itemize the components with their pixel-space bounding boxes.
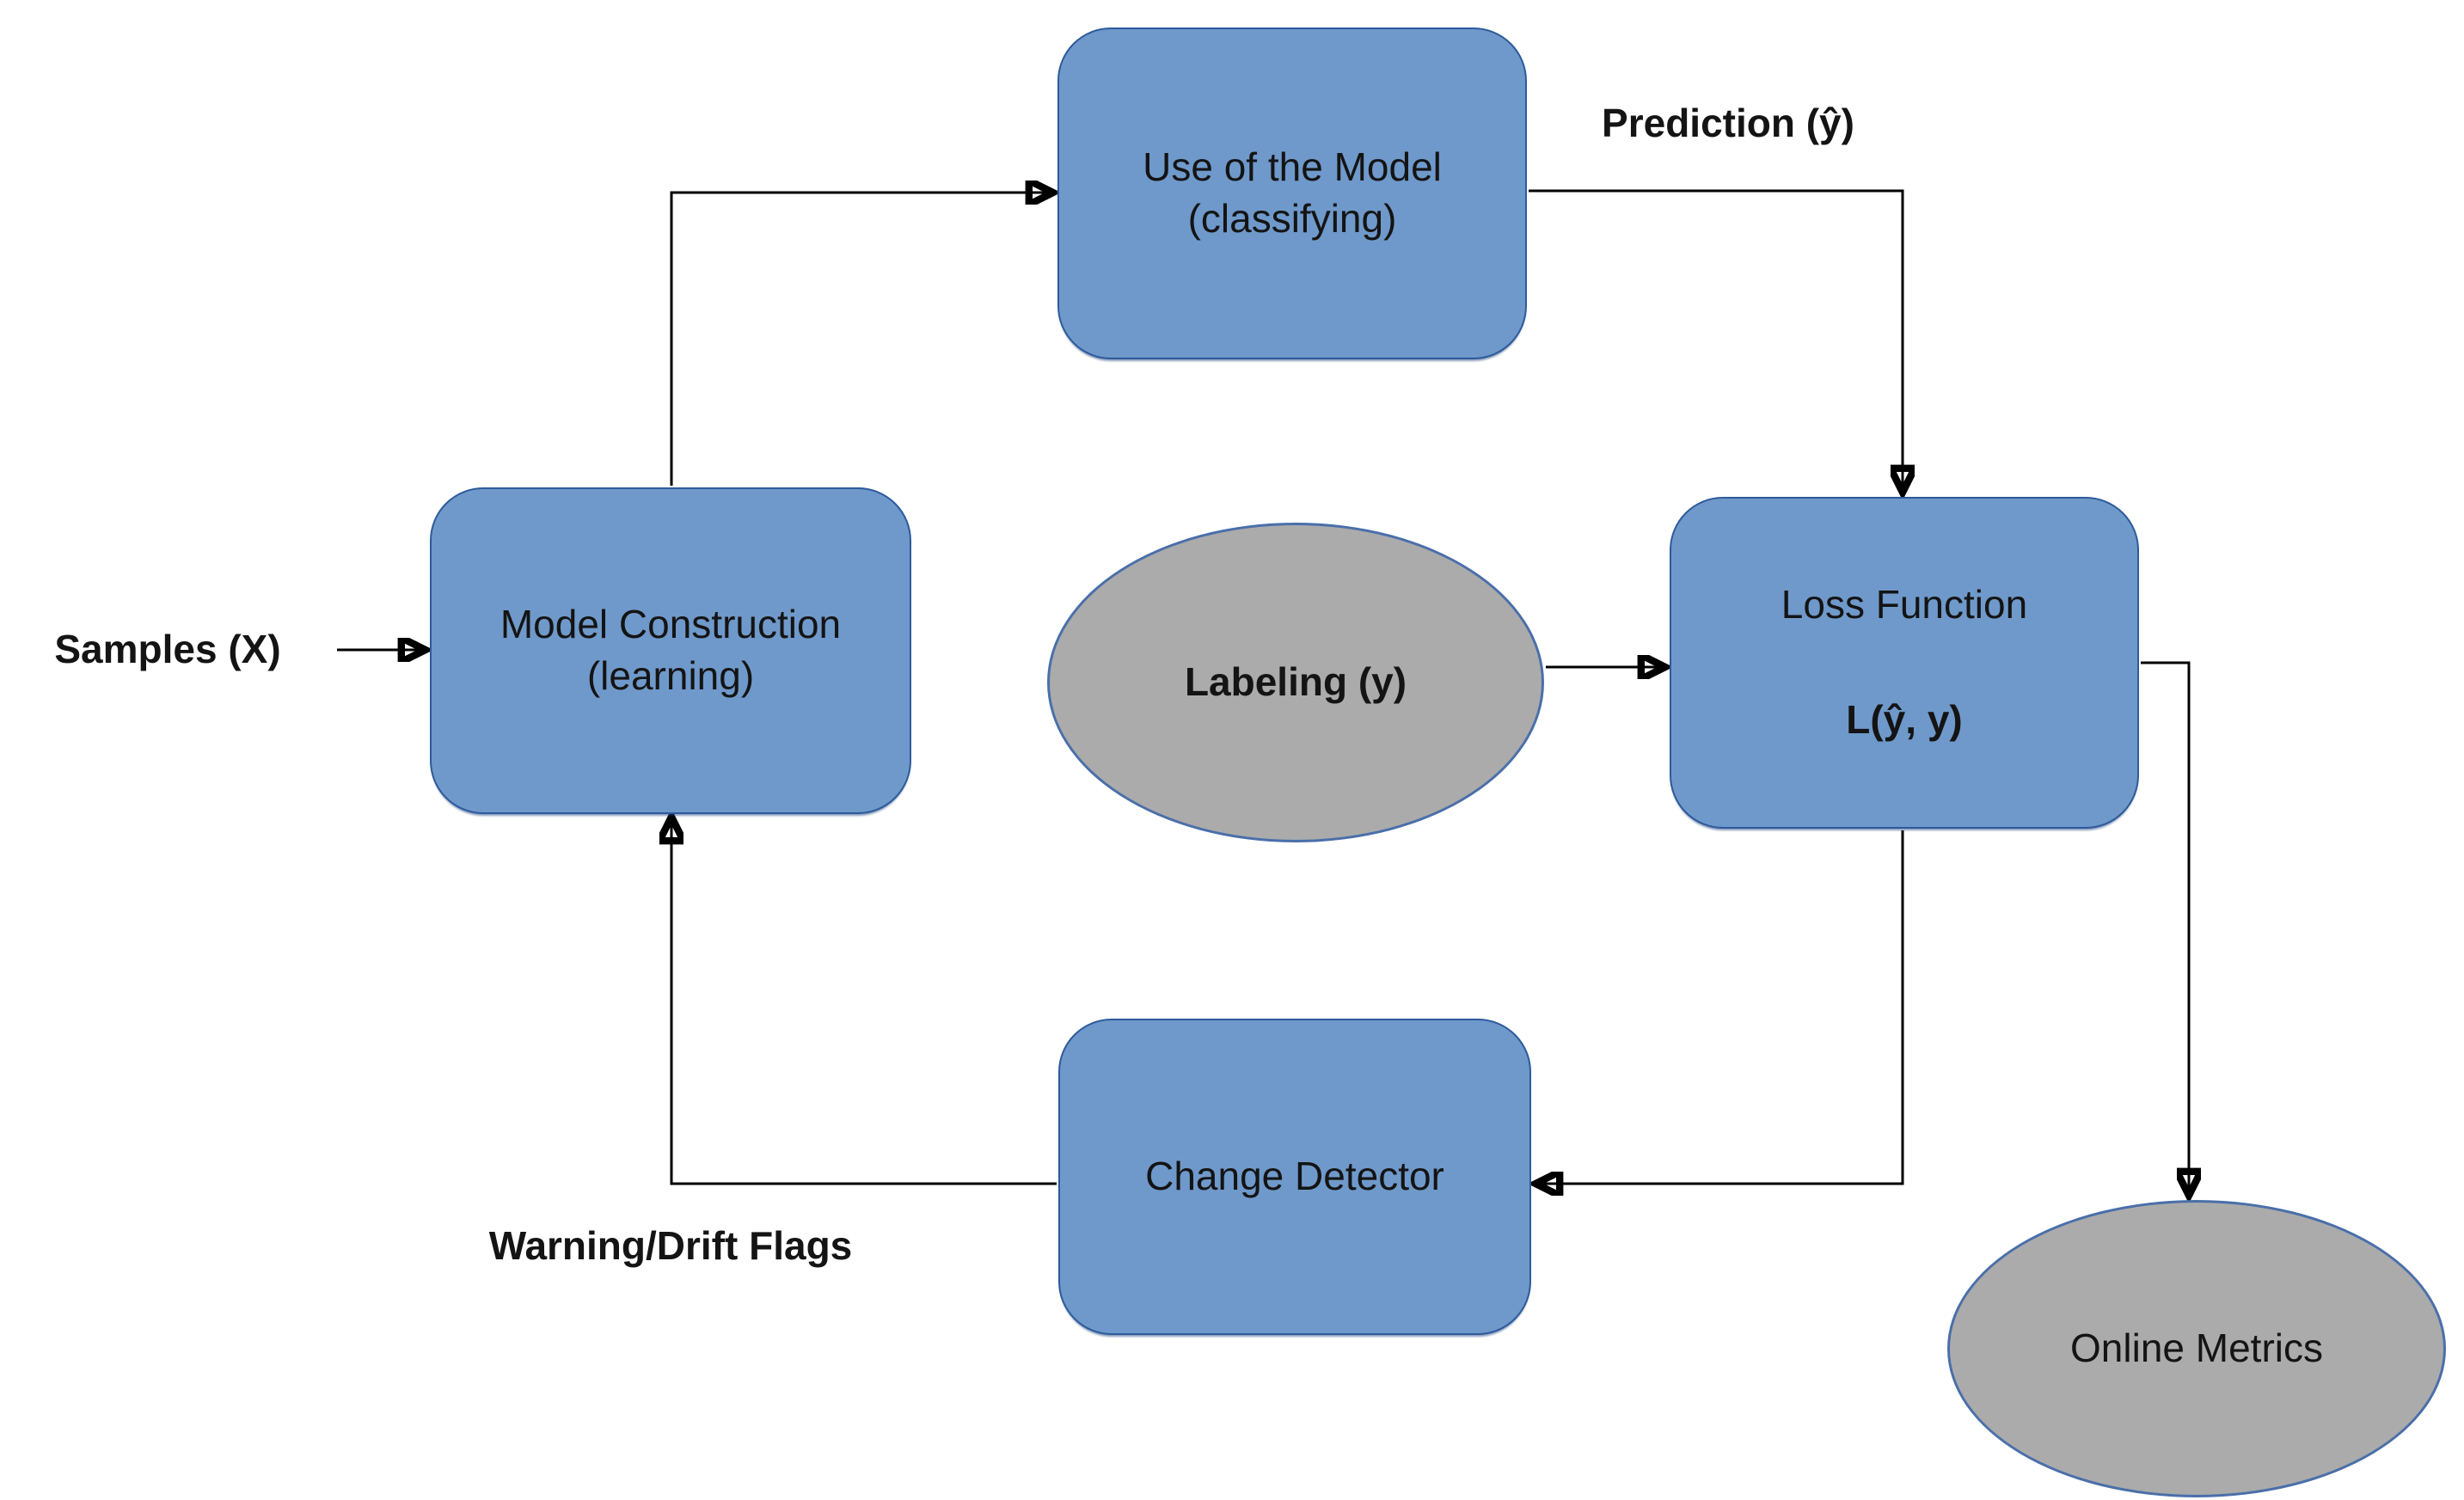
edge-loss-to-change-detector [1538,830,1904,1184]
edge-use-to-loss-prediction [1529,189,1903,490]
node-formula: L(ŷ, y) [1846,697,1963,742]
node-subtitle: (learning) [586,653,755,698]
label-prediction: Prediction (ŷ) [1602,101,1854,145]
node-title: Loss Function [1781,582,2028,628]
edge-loss-to-online-metrics [2141,661,2189,1193]
label-samples: Samples (X) [54,627,281,671]
node-model-construction: Model Construction (learning) [430,487,911,814]
node-title: Change Detector [1145,1154,1444,1199]
edge-model-to-use [670,193,1051,486]
node-subtitle: (classifying) [1187,196,1397,241]
node-title: Online Metrics [2070,1326,2323,1371]
node-title: Use of the Model [1143,144,1442,190]
node-online-metrics: Online Metrics [1947,1200,2446,1497]
node-loss-function: Loss Function L(ŷ, y) [1670,497,2139,829]
label-warning-drift-flags: Warning/Drift Flags [488,1223,853,1268]
node-change-detector: Change Detector [1058,1019,1531,1335]
node-use-of-model: Use of the Model (classifying) [1057,28,1527,359]
node-labeling: Labeling (y) [1047,523,1544,842]
node-title: Model Construction [500,602,842,647]
edge-change-to-model-warning [671,819,1057,1185]
node-title: Labeling (y) [1184,659,1407,705]
